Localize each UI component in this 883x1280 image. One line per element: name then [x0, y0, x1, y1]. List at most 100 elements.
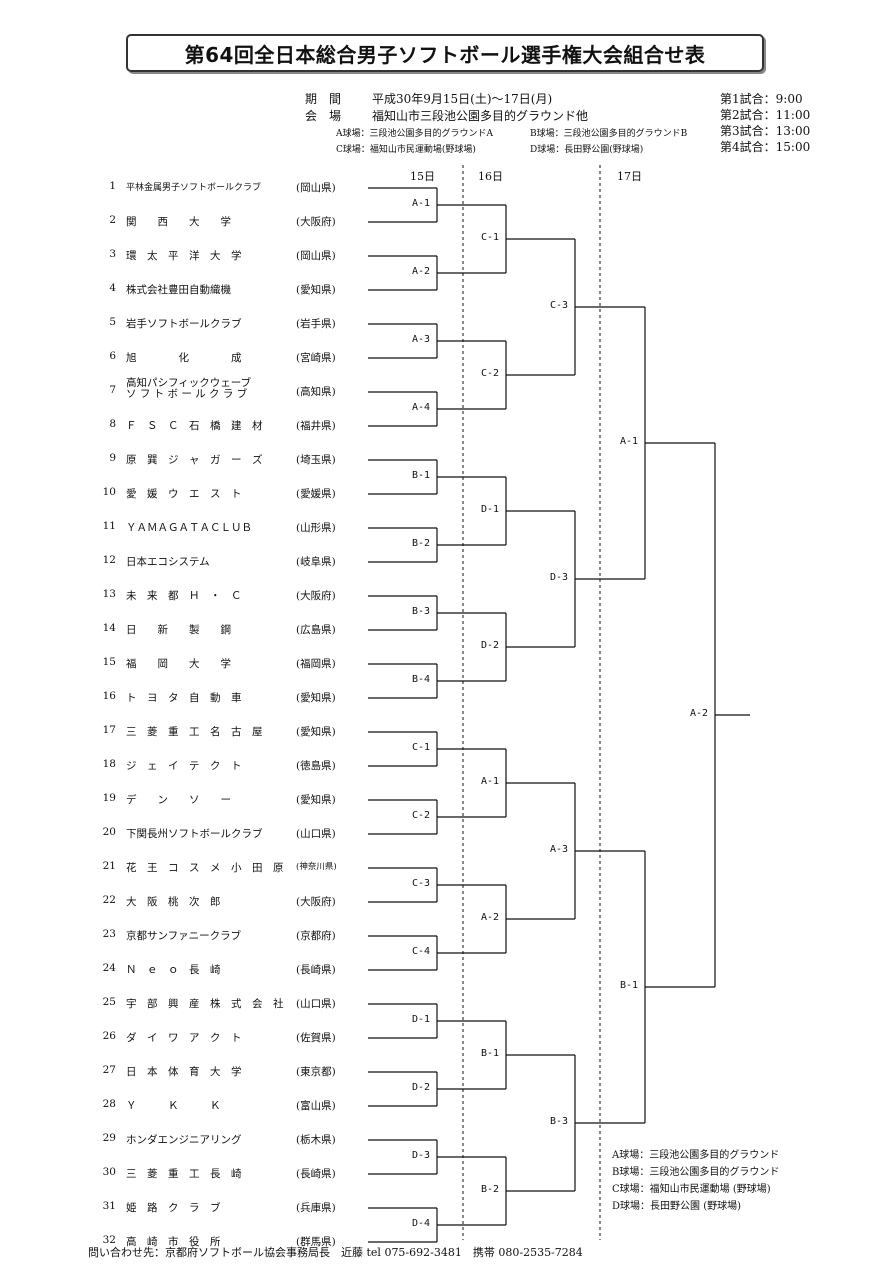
match-label-round2: B-1 — [481, 1048, 500, 1059]
match-label-round1: C-3 — [412, 878, 431, 889]
schedule-2: 第2試合：11:00 — [720, 108, 811, 122]
page-title: 第64回全日本総合男子ソフトボール選手権大会組合せ表 — [184, 42, 706, 67]
team-name: 日 本 体 育 大 学 — [126, 1066, 242, 1078]
match-label-round2: A-1 — [481, 776, 500, 787]
team-prefecture: (愛知県) — [296, 692, 336, 704]
match-label-round1: A-4 — [412, 402, 431, 413]
schedule-1: 第1試合：9:00 — [720, 92, 803, 106]
team-name: 高知パシフィックウェーブ ソ フ ト ボ ー ル ク ラ ブ — [126, 377, 252, 400]
team-prefecture: (岡山県) — [296, 250, 336, 262]
team-name: 福 岡 大 学 — [126, 658, 231, 670]
team-prefecture: (福岡県) — [296, 658, 336, 670]
venue-value: 福知山市三段池公園多目的グラウンド他 — [372, 109, 589, 123]
team-name: 三 菱 重 工 長 崎 — [126, 1168, 242, 1180]
venue-label: 会 場 — [305, 109, 342, 123]
team-number: 16 — [102, 690, 116, 702]
team-prefecture: (岡山県) — [296, 182, 336, 194]
match-label-round1: D-2 — [412, 1082, 431, 1093]
match-label-round2: D-1 — [481, 504, 500, 515]
match-label-round2: A-2 — [481, 912, 500, 923]
match-label-round2: C-1 — [481, 232, 500, 243]
team-name: 大 阪 桃 次 郎 — [126, 896, 221, 908]
match-label-round3: D-3 — [550, 572, 569, 583]
team-name: ＹＡＭＡＧＡＴＡＣＬＵＢ — [126, 522, 252, 534]
team-number: 32 — [102, 1234, 116, 1246]
team-number: 24 — [102, 962, 116, 974]
team-name: 宇 部 興 産 株 式 会 社 — [126, 998, 284, 1010]
team-number: 28 — [102, 1098, 116, 1110]
team-name: 旭 化 成 — [126, 352, 242, 364]
schedule-4: 第4試合：15:00 — [720, 140, 811, 154]
team-name: 高 崎 市 役 所 — [126, 1236, 221, 1248]
match-label-round1: D-1 — [412, 1014, 431, 1025]
contact-footer: 問い合わせ先：京都府ソフトボール協会事務局長 近藤 tel 075-692-34… — [88, 1246, 583, 1259]
team-prefecture: (福井県) — [296, 420, 336, 432]
team-prefecture: (山口県) — [296, 998, 336, 1010]
match-label-round3: B-3 — [550, 1116, 569, 1127]
team-number: 5 — [109, 316, 116, 328]
team-number: 25 — [102, 996, 116, 1008]
team-name: 下関長州ソフトボールクラブ — [126, 828, 263, 840]
team-number: 9 — [109, 452, 116, 464]
team-number: 6 — [109, 350, 116, 362]
team-prefecture: (大阪府) — [296, 590, 336, 602]
match-label-round1: B-1 — [412, 470, 431, 481]
legend-a: A球場：三段池公園多目的グラウンド — [612, 1150, 780, 1161]
team-name: 平林金属男子ソフトボールクラブ — [126, 183, 262, 193]
team-prefecture: (兵庫県) — [296, 1202, 336, 1214]
team-number: 18 — [102, 758, 116, 770]
team-prefecture: (長崎県) — [296, 964, 336, 976]
team-row: 14 日 新 製 鋼 (広島県) — [100, 622, 350, 642]
match-label-round1: B-3 — [412, 606, 431, 617]
team-prefecture: (愛媛県) — [296, 488, 336, 500]
schedule-3: 第3試合：13:00 — [720, 124, 811, 138]
team-number: 14 — [102, 622, 116, 634]
team-name: Ｆ Ｓ Ｃ 石 橋 建 材 — [126, 420, 263, 432]
day-15: 15日 — [410, 170, 435, 183]
team-name: 愛 媛 ウ エ ス ト — [126, 488, 242, 500]
team-prefecture: (愛知県) — [296, 794, 336, 806]
team-number: 29 — [102, 1132, 116, 1144]
team-name: 三 菱 重 工 名 古 屋 — [126, 726, 263, 738]
team-number: 30 — [102, 1166, 116, 1178]
team-prefecture: (岩手県) — [296, 318, 336, 330]
team-number: 11 — [102, 520, 116, 532]
match-label-round1: B-4 — [412, 674, 431, 685]
team-name: ジ ェ イ テ ク ト — [126, 760, 242, 772]
team-name: 京都サンファニークラブ — [126, 930, 242, 942]
match-label-final: A-2 — [690, 708, 709, 719]
team-number: 3 — [109, 248, 116, 260]
team-number: 10 — [102, 486, 116, 498]
team-prefecture: (広島県) — [296, 624, 336, 636]
team-prefecture: (山口県) — [296, 828, 336, 840]
team-prefecture: (栃木県) — [296, 1134, 336, 1146]
team-number: 4 — [109, 282, 116, 294]
match-label-round1: C-4 — [412, 946, 431, 957]
period-value: 平成30年9月15日(土)～17日(月) — [372, 92, 553, 106]
team-prefecture: (京都府) — [296, 930, 336, 942]
team-name: 日 新 製 鋼 — [126, 624, 231, 636]
team-name: 花 王 コ ス メ 小 田 原 — [126, 862, 284, 874]
team-number: 2 — [109, 214, 116, 226]
day-16: 16日 — [478, 170, 503, 183]
team-number: 31 — [102, 1200, 116, 1212]
legend-b: B球場：三段池公園多目的グラウンド — [612, 1167, 780, 1178]
